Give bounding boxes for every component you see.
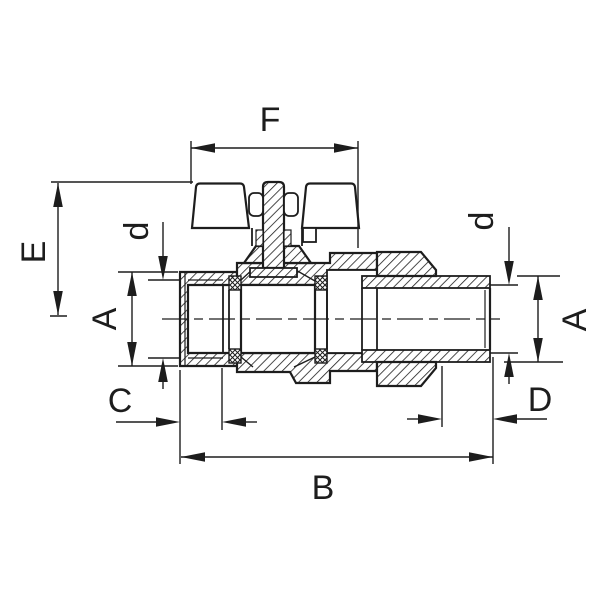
dimension-C: C: [108, 368, 257, 464]
left-seat: [228, 275, 242, 364]
handle: [190, 180, 361, 278]
dim-label-b: B: [312, 469, 335, 507]
dimension-A-right: A: [504, 275, 594, 363]
packing-left: [255, 229, 264, 247]
handle-step: [302, 227, 317, 243]
stem-ear-right: [283, 192, 299, 217]
valve-structure: [162, 180, 500, 388]
dimension-d-right: d: [463, 212, 518, 384]
dim-label-d-right: d: [463, 212, 501, 231]
dim-label-d-big: D: [528, 381, 553, 419]
stem-ear-left: [248, 192, 264, 217]
dimension-d-left: d: [118, 222, 180, 389]
handle-left-wing: [190, 182, 251, 230]
dimension-F: F: [190, 101, 359, 248]
handle-right-wing: [300, 182, 361, 230]
stem-flange: [249, 267, 298, 278]
dimension-A-left: A: [86, 271, 178, 367]
dim-label-d-left: d: [118, 222, 156, 241]
dim-label-e: E: [15, 241, 53, 264]
dim-label-f: F: [260, 101, 281, 139]
packing-right: [283, 229, 292, 247]
dim-label-a-left: A: [86, 307, 124, 330]
union-nut: [375, 250, 438, 388]
union-chamber: [326, 269, 378, 354]
dimension-B: B: [181, 357, 494, 507]
dim-label-c: C: [108, 382, 133, 420]
dimension-E: E: [15, 181, 193, 317]
dimension-D: D: [407, 366, 552, 427]
right-seat: [314, 275, 328, 364]
dim-label-a-right: A: [556, 308, 594, 331]
stem: [261, 180, 286, 270]
